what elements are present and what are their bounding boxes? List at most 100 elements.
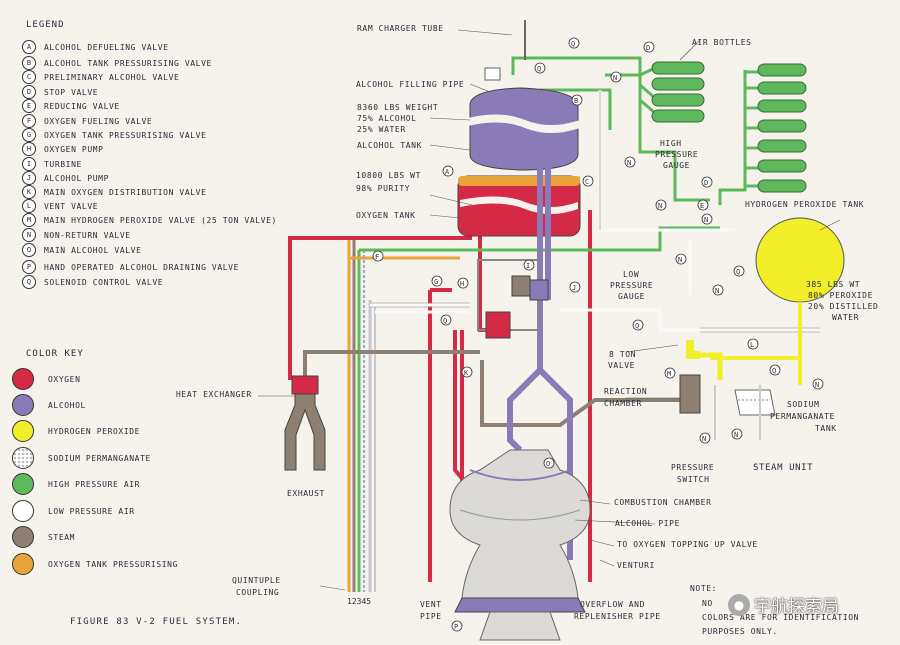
svg-text:P: P (454, 623, 458, 631)
label-oxygen-tank: OXYGEN TANK (356, 211, 416, 220)
svg-text:M: M (667, 370, 671, 378)
label-low-pressure-gauge-3: GAUGE (618, 292, 646, 301)
label-note-3: COLORS ARE FOR IDENTIFICATION (702, 613, 860, 622)
svg-text:Q: Q (772, 367, 776, 375)
ram-charger-tube (484, 20, 526, 81)
label-venturi: VENTURI (617, 561, 655, 570)
legend-item-o: O MAIN ALCOHOL VALVE (22, 243, 142, 257)
legend-key: Q (22, 275, 36, 289)
turbopump-assembly (477, 259, 549, 339)
legend-label: TURBINE (44, 159, 82, 169)
legend-key: B (22, 56, 36, 70)
svg-text:B: B (574, 97, 578, 105)
label-combustion-chamber: COMBUSTION CHAMBER (614, 498, 712, 507)
legend-label: ALCOHOL DEFUELING VALVE (44, 42, 169, 52)
svg-text:D: D (704, 179, 708, 187)
heat-exchanger-shape (284, 375, 326, 471)
color-key-label: SODIUM PERMANGANATE (48, 453, 151, 463)
label-peroxide-tank: HYDROGEN PEROXIDE TANK (745, 200, 865, 209)
svg-text:I: I (526, 262, 530, 270)
legend-label: OXYGEN PUMP (44, 144, 104, 154)
label-vent-pipe-1: VENT (420, 600, 442, 609)
label-alcohol-weight: 8360 LBS WEIGHT (357, 103, 439, 112)
svg-text:N: N (658, 202, 662, 210)
label-distilled-percent: 20% DISTILLED (808, 302, 879, 311)
label-pressure-switch-2: SWITCH (677, 475, 710, 484)
legend-key: P (22, 260, 36, 274)
legend-title: LEGEND (26, 20, 65, 30)
label-note-4: PURPOSES ONLY. (702, 627, 778, 636)
label-reaction-chamber-2: CHAMBER (604, 399, 642, 408)
figure-caption: FIGURE 83 V-2 FUEL SYSTEM. (70, 617, 243, 627)
legend-key: G (22, 128, 36, 142)
label-eight-ton-valve-2: VALVE (608, 361, 636, 370)
color-key-label: ALCOHOL (48, 400, 86, 410)
color-key-label: OXYGEN TANK PRESSURISING (48, 559, 178, 569)
svg-text:L: L (750, 341, 754, 349)
label-alcohol-filling-pipe: ALCOHOL FILLING PIPE (356, 80, 465, 89)
combustion-chamber-shape (449, 449, 591, 641)
valve-markers: Q D Q N B N A C D N E N F N I G H J Q N … (372, 37, 824, 632)
color-key-label: LOW PRESSURE AIR (48, 506, 135, 516)
low-pressure-air-lines (370, 90, 820, 332)
label-peroxide-water: WATER (832, 313, 860, 322)
color-key-item-high-pressure-air: HIGH PRESSURE AIR (12, 473, 140, 495)
legend-label: SOLENOID CONTROL VALVE (44, 277, 164, 287)
label-peroxide-weight: 385 LBS WT (806, 280, 861, 289)
label-heat-exchanger: HEAT EXCHANGER (176, 390, 252, 399)
color-key-label: HYDROGEN PEROXIDE (48, 426, 141, 436)
legend-label: REDUCING VALVE (44, 101, 120, 111)
svg-text:N: N (627, 159, 631, 167)
label-sodium-permanganate-2: PERMANGANATE (770, 412, 835, 421)
color-key-item-steam: STEAM (12, 526, 75, 548)
color-swatch (12, 473, 34, 495)
oxygen-tank-shape (457, 175, 581, 237)
color-swatch (12, 368, 34, 390)
legend-label: OXYGEN FUELING VALVE (44, 116, 153, 126)
legend-label: MAIN HYDROGEN PEROXIDE VALVE (25 TON VAL… (44, 215, 277, 225)
label-note: NOTE: (690, 584, 718, 593)
label-low-pressure-gauge-2: PRESSURE (610, 281, 654, 290)
label-high-pressure-gauge-1: HIGH (660, 139, 682, 148)
legend-key: K (22, 185, 36, 199)
svg-text:N: N (613, 74, 617, 82)
label-overflow-1: OVERFLOW AND (580, 600, 645, 609)
legend-key: C (22, 70, 36, 84)
label-low-pressure-gauge-1: LOW (623, 270, 640, 279)
svg-text:N: N (734, 431, 738, 439)
legend-key: O (22, 243, 36, 257)
color-swatch (12, 447, 34, 469)
legend-label: ALCOHOL TANK PRESSURISING VALVE (44, 58, 212, 68)
svg-text:N: N (704, 216, 708, 224)
label-ram-charger-tube: RAM CHARGER TUBE (357, 24, 444, 33)
watermark-text: 宇航探索局 (754, 597, 839, 617)
label-steam-unit: STEAM UNIT (753, 463, 814, 473)
color-swatch (12, 553, 34, 575)
label-exhaust: EXHAUST (287, 489, 325, 498)
color-swatch (12, 526, 34, 548)
color-key-item-oxygen: OXYGEN (12, 368, 81, 390)
legend-item-q: Q SOLENOID CONTROL VALVE (22, 275, 163, 289)
legend-label: NON-RETURN VALVE (44, 230, 131, 240)
color-key-item-alcohol: ALCOHOL (12, 394, 86, 416)
label-coupling-numbers: 12345 (347, 597, 372, 606)
color-key-item-oxygen-pressurising: OXYGEN TANK PRESSURISING (12, 553, 178, 575)
label-peroxide-percent: 80% PEROXIDE (808, 291, 873, 300)
label-vent-pipe-2: PIPE (420, 612, 442, 621)
color-key-item-low-pressure-air: LOW PRESSURE AIR (12, 500, 135, 522)
label-high-pressure-gauge-3: GAUGE (663, 161, 691, 170)
label-overflow-2: REPLENISHER PIPE (574, 612, 661, 621)
legend-label: MAIN ALCOHOL VALVE (44, 245, 142, 255)
legend-label: HAND OPERATED ALCOHOL DRAINING VALVE (44, 262, 239, 272)
label-pressure-switch-1: PRESSURE (671, 463, 715, 472)
legend-key: H (22, 142, 36, 156)
svg-text:N: N (702, 435, 706, 443)
air-bottles-left (651, 61, 705, 123)
label-eight-ton-valve-1: 8 TON (609, 350, 637, 359)
svg-text:Q: Q (537, 65, 541, 73)
